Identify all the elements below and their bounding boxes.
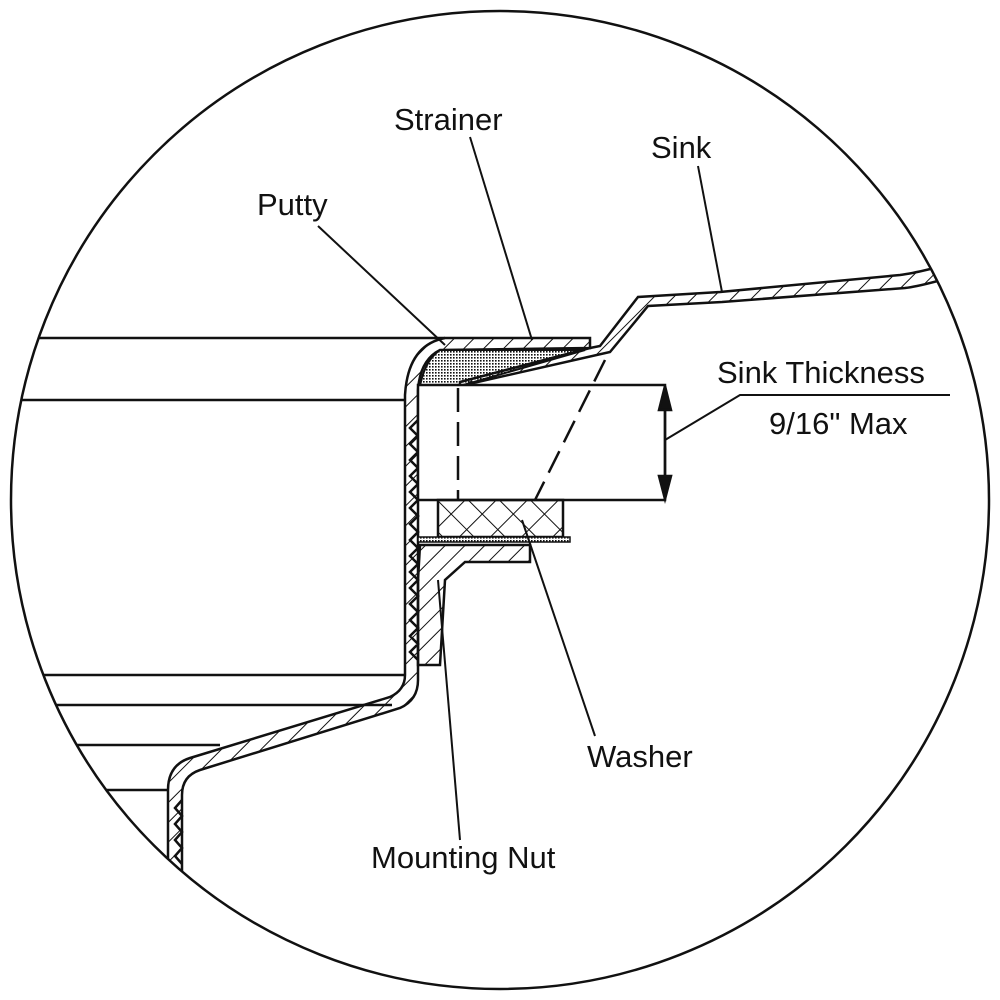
- label-strainer: Strainer: [394, 102, 503, 137]
- washer: [436, 498, 565, 539]
- sink: [458, 248, 989, 388]
- mounting-nut: [416, 543, 532, 667]
- label-sink-thickness-value: 9/16" Max: [769, 406, 908, 441]
- strainer-threads: [408, 419, 420, 661]
- label-mounting-nut: Mounting Nut: [371, 840, 556, 875]
- countertop: [416, 383, 667, 502]
- label-washer: Washer: [587, 739, 693, 774]
- label-sink-thickness: Sink Thickness: [717, 355, 925, 390]
- label-putty: Putty: [257, 187, 328, 222]
- label-sink: Sink: [651, 130, 712, 165]
